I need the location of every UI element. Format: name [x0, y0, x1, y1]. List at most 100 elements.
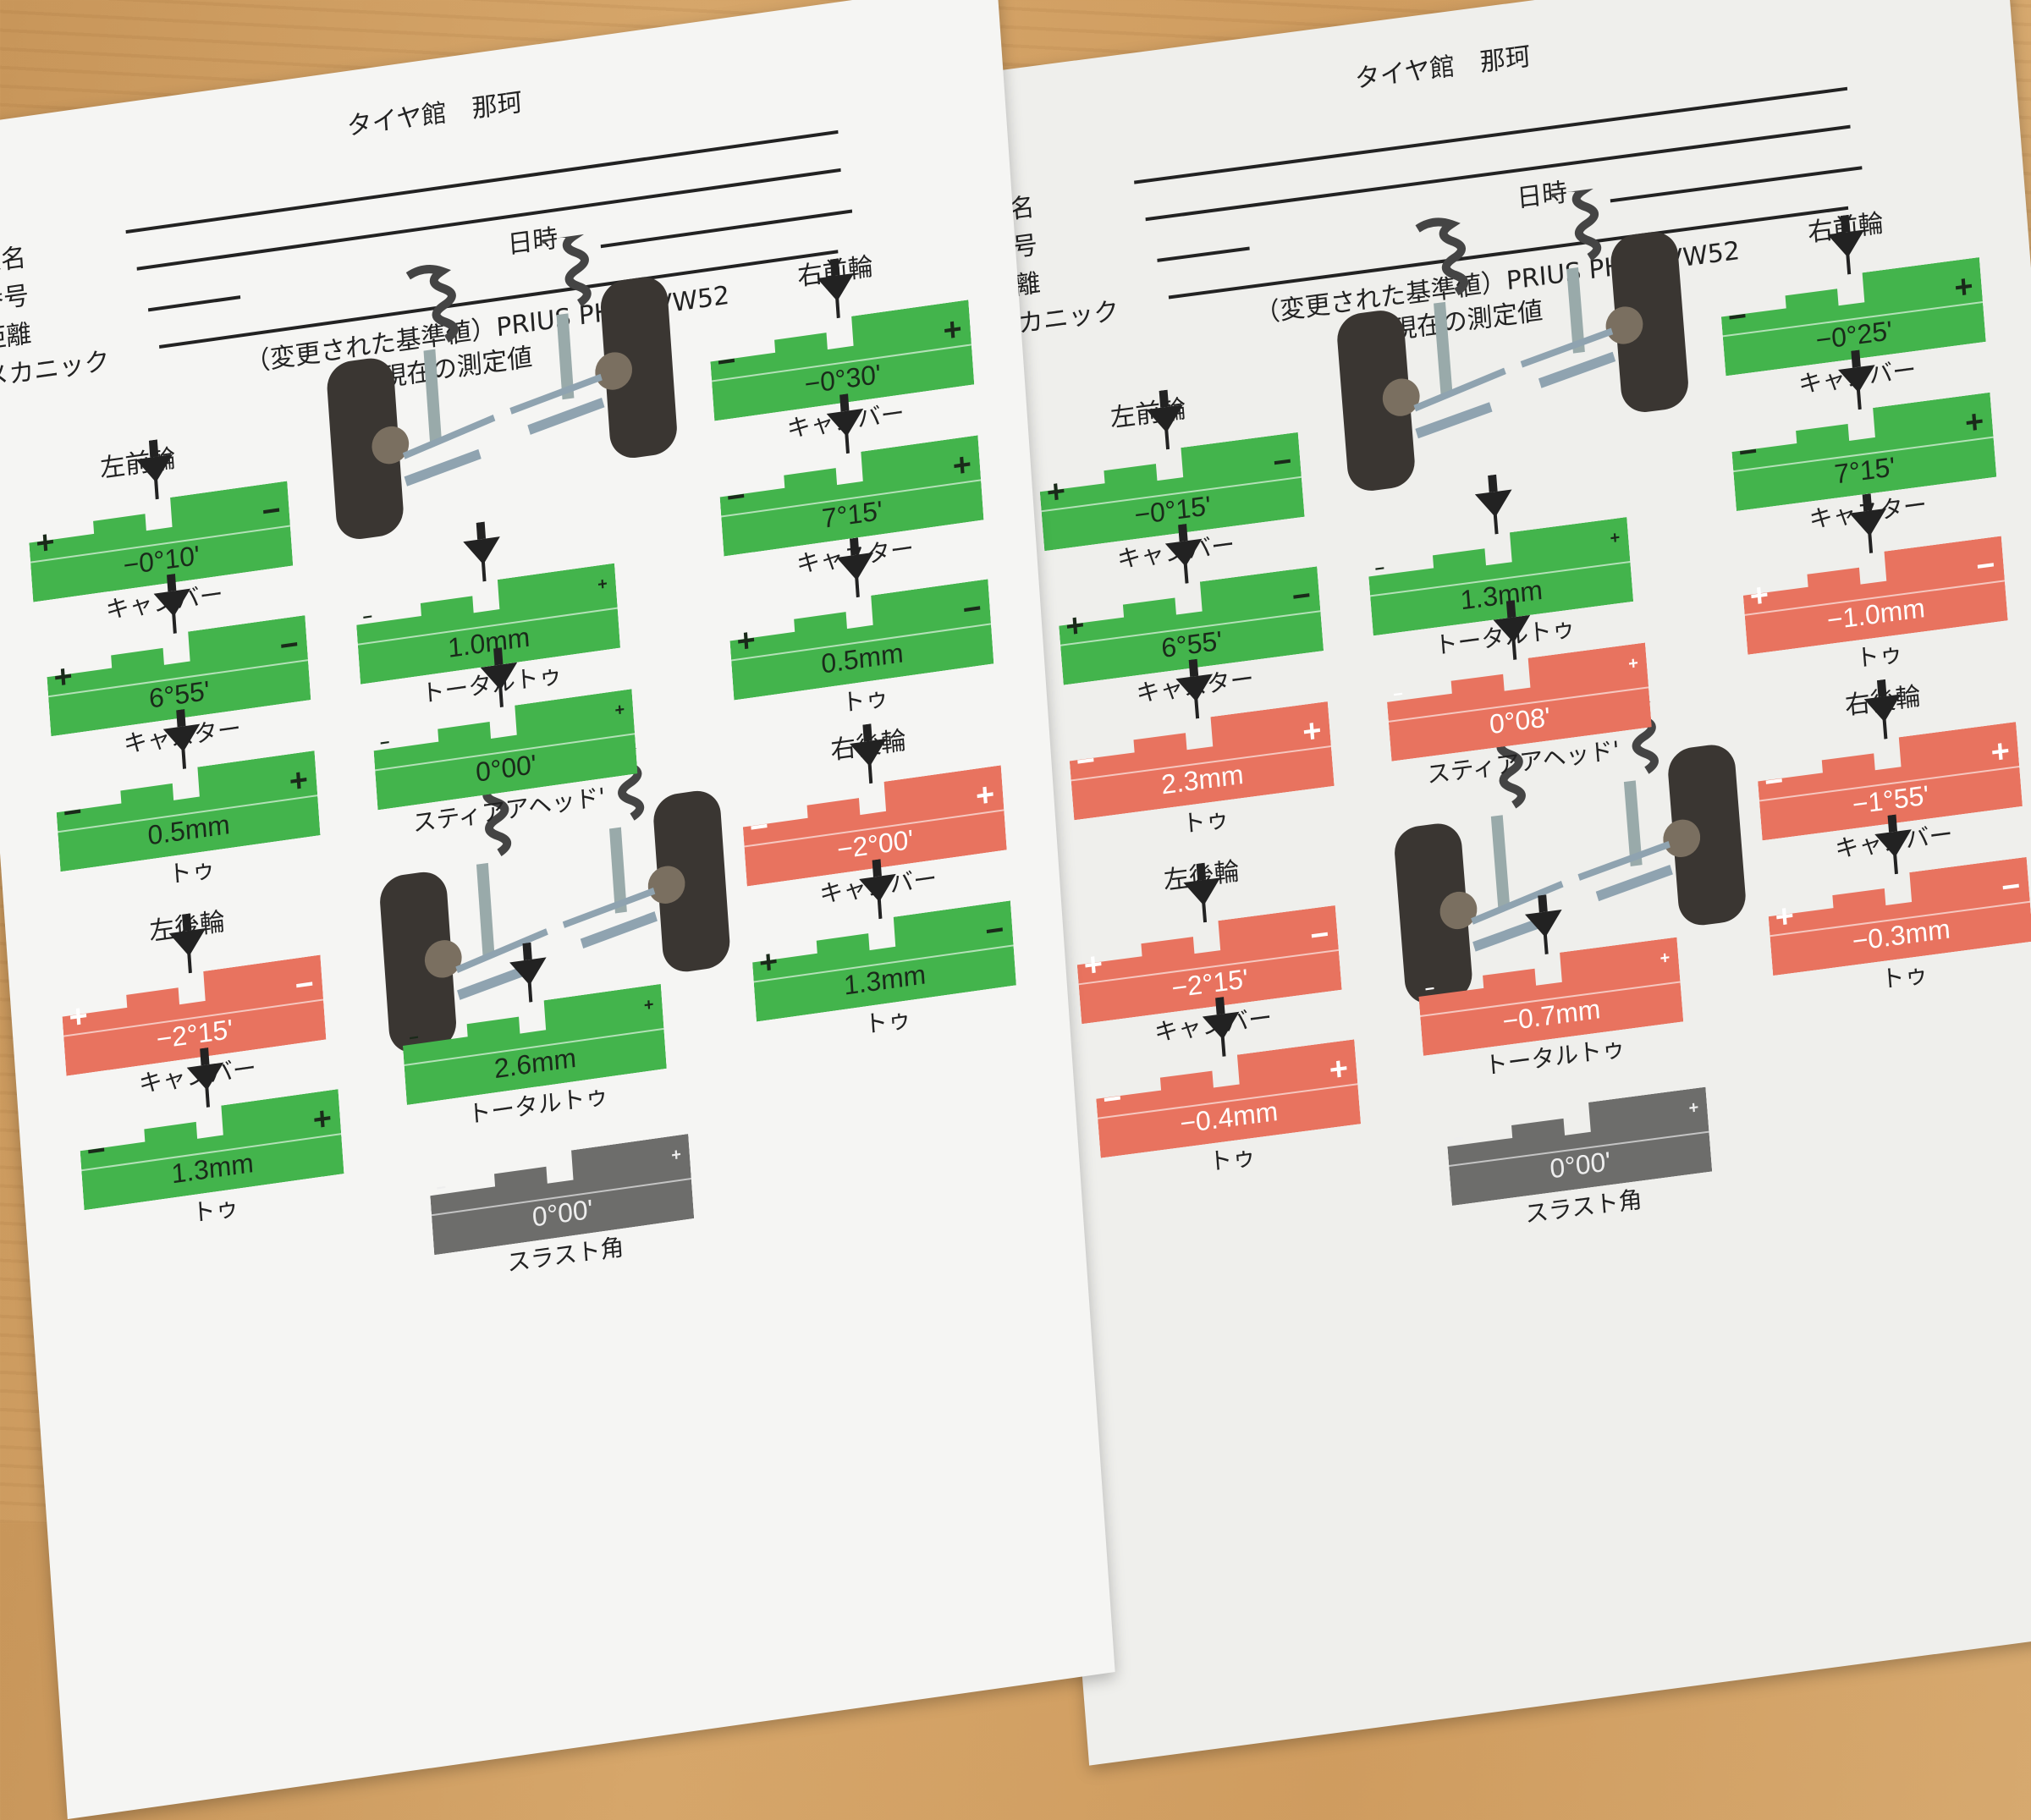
arrow-down-icon — [135, 437, 175, 502]
gauge-sign-left: + — [1748, 576, 1770, 615]
gauge-sign-right: − — [294, 965, 316, 1004]
arrow-down-icon — [1836, 348, 1878, 412]
gauge-sign-right: − — [1974, 547, 1997, 586]
gauge-sign-right: + — [670, 1145, 682, 1166]
gauge-sign-left: + — [68, 998, 90, 1036]
arrow-down-icon — [825, 392, 866, 456]
alignment-gauge: −+0°00'スティアアヘッド' — [372, 647, 639, 838]
gauge-sign-left: − — [85, 1132, 107, 1171]
gauge-sign-left: − — [1737, 433, 1759, 472]
alignment-gauge: −+0°00'スラスト角 — [1445, 1087, 1715, 1231]
alignment-gauge: +−−0°15'キャンバー — [1038, 389, 1307, 576]
gauge-sign-left: + — [735, 622, 757, 661]
arrow-down-icon — [1848, 492, 1890, 556]
gauge-sign-left: + — [35, 524, 56, 563]
gauge-sign-right: + — [1659, 948, 1671, 969]
front-suspension-image — [1324, 178, 1698, 506]
gauge-sign-left: + — [52, 658, 74, 697]
alignment-gauge: +−6°55'キャスター — [1057, 524, 1326, 710]
gauge-sign-left: + — [1082, 946, 1104, 985]
gauge-sign-left: − — [1392, 685, 1404, 705]
gauge-sign-right: + — [942, 311, 964, 349]
arrow-down-icon — [1201, 995, 1242, 1059]
gauge-sign-left: + — [1045, 473, 1067, 512]
gauge-sign-left: − — [1101, 1080, 1124, 1119]
arrow-down-icon — [816, 256, 856, 321]
gauge-sign-right: + — [597, 575, 608, 595]
gauge-sign-left: − — [435, 1178, 448, 1199]
arrow-down-icon — [1164, 522, 1205, 586]
gauge-sign-right: − — [961, 590, 983, 629]
gauge-sign-right: + — [1301, 712, 1324, 751]
gauge-sign-right: − — [2000, 868, 2022, 906]
gauge-sign-right: + — [1963, 404, 1985, 442]
alignment-gauge: −+−0°30'キャンバー — [708, 258, 976, 446]
arrow-down-icon — [1826, 213, 1868, 278]
arrow-down-icon — [1874, 812, 1915, 877]
arrow-down-icon — [462, 520, 503, 584]
arrow-down-icon — [168, 911, 208, 976]
gauge-sign-right: + — [1609, 528, 1621, 548]
gauge-sign-right: + — [1952, 268, 1975, 307]
gauge-sign-left: + — [1064, 607, 1087, 646]
arrow-down-icon — [849, 722, 889, 786]
gauge-sign-right: + — [951, 446, 973, 485]
arrow-down-icon — [1145, 388, 1186, 452]
gauge-sign-left: − — [1075, 742, 1097, 781]
alignment-gauge: −+0°08'スティアアヘッド' — [1385, 600, 1654, 789]
form-line — [1134, 86, 1848, 184]
arrow-down-icon — [1863, 678, 1904, 742]
gauge-sign-right: + — [311, 1100, 333, 1139]
gauge-sign-left: − — [408, 1028, 420, 1048]
alignment-gauge: −+7°15'キャスター — [1730, 349, 1999, 536]
gauge-sign-right: + — [288, 762, 310, 800]
gauge-sign-left: − — [1373, 558, 1386, 580]
gauge-sign-right: + — [1328, 1050, 1350, 1089]
arrow-down-icon — [1473, 473, 1515, 537]
shop-title: タイヤ館 那珂 — [1353, 41, 1532, 95]
arrow-down-icon — [1175, 657, 1216, 722]
gauge-sign-left: + — [1774, 898, 1796, 937]
form-line — [147, 295, 241, 312]
alignment-gauge: −+−2°00'キャンバー — [741, 723, 1009, 911]
gauge-sign-left: − — [1423, 979, 1436, 999]
gauge-sign-right: − — [278, 626, 300, 665]
gauge-sign-left: + — [757, 943, 779, 982]
gauge-sign-left: − — [361, 608, 373, 628]
arrow-down-icon — [509, 940, 549, 1004]
gauge-sign-left: − — [1763, 762, 1785, 801]
alignment-gauge: +−−2°15'キャンバー — [1075, 862, 1344, 1049]
alignment-gauge: +−−2°15'キャンバー — [60, 913, 327, 1102]
arrow-down-icon — [835, 536, 876, 600]
gauge-sign-right: − — [1291, 577, 1313, 616]
gauge-sign-left: − — [1452, 1129, 1465, 1150]
gauge-sign-right: + — [1687, 1097, 1700, 1119]
gauge-sign-right: + — [643, 995, 655, 1015]
arrow-down-icon — [185, 1046, 226, 1110]
gauge-sign-right: − — [983, 911, 1005, 950]
gauge-sign-left: − — [1726, 298, 1748, 337]
gauge-sign-right: + — [1990, 733, 2012, 772]
arrow-down-icon — [162, 707, 202, 772]
arrow-down-icon — [479, 646, 520, 710]
gauge-sign-right: + — [1627, 653, 1639, 674]
gauge-sign-left: − — [379, 733, 391, 754]
rear-suspension-image — [367, 736, 739, 1068]
alignment-gauge: −+7°15'キャスター — [718, 393, 985, 581]
arrow-down-icon — [152, 572, 193, 636]
gauge-sign-right: − — [261, 492, 283, 531]
alignment-gauge: +−6°55'キャスター — [45, 573, 312, 762]
arrow-down-icon — [1523, 893, 1565, 957]
arrow-down-icon — [1182, 861, 1224, 925]
shop-title: タイヤ館 那珂 — [345, 87, 524, 142]
